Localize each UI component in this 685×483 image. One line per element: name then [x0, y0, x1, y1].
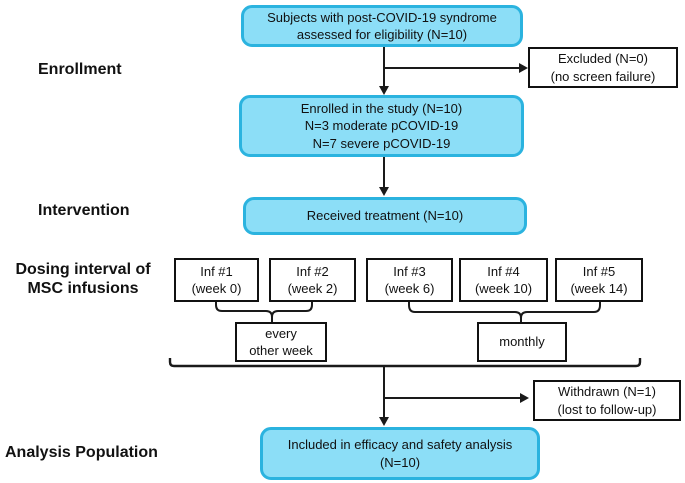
box-infusion-3-line2: (week 6): [384, 281, 435, 296]
box-infusion-4-line1: Inf #4: [487, 263, 520, 279]
box-infusion-1-line2: (week 0): [191, 281, 242, 296]
box-eligibility: Subjects with post-COVID-19 syndrome ass…: [241, 5, 523, 47]
box-included-analysis: Included in efficacy and safety analysis…: [260, 427, 540, 480]
brace-eow-right: [271, 302, 313, 318]
box-enrolled-line3: N=7 severe pCOVID-19: [312, 135, 451, 151]
box-infusion-4: Inf #4 (week 10): [459, 258, 548, 302]
box-infusion-3: Inf #3 (week 6): [366, 258, 453, 302]
brace-monthly-right: [520, 302, 601, 319]
box-included-analysis-line1: Included in efficacy and safety analysis: [287, 437, 513, 453]
box-infusion-3-line1: Inf #3: [393, 263, 426, 279]
box-withdrawn-line1: Withdrawn (N=1): [558, 384, 656, 400]
box-interval-every-other-week-line1: every: [265, 325, 297, 341]
arrowhead-withdrawn: [520, 393, 529, 403]
box-enrolled-line2: N=3 moderate pCOVID-19: [304, 118, 459, 134]
box-eligibility-line1: Subjects with post-COVID-19 syndrome: [267, 9, 497, 25]
box-infusion-2: Inf #2 (week 2): [269, 258, 356, 302]
box-infusion-1-line1: Inf #1: [200, 263, 233, 279]
box-infusion-2-line2: (week 2): [287, 281, 338, 296]
arrowhead-enrolled: [379, 86, 389, 95]
box-infusion-1: Inf #1 (week 0): [174, 258, 259, 302]
box-infusion-2-line1: Inf #2: [296, 263, 329, 279]
box-eligibility-line2: assessed for eligibility (N=10): [296, 27, 468, 42]
box-interval-monthly-line1: monthly: [499, 334, 545, 350]
box-withdrawn: Withdrawn (N=1) (lost to follow-up): [533, 380, 681, 421]
box-infusion-5: Inf #5 (week 14): [555, 258, 643, 302]
section-label-analysis-population: Analysis Population: [5, 444, 158, 461]
section-label-dosing-line2: MSC infusions: [27, 279, 139, 297]
box-withdrawn-line2: (lost to follow-up): [557, 401, 657, 417]
box-enrolled: Enrolled in the study (N=10) N=3 moderat…: [239, 95, 524, 157]
arrowhead-excluded: [519, 63, 528, 73]
section-label-dosing: Dosing interval of MSC infusions: [2, 261, 164, 299]
box-interval-every-other-week-line2: other week: [249, 343, 313, 358]
box-interval-monthly: monthly: [477, 322, 567, 362]
box-enrolled-line1: Enrolled in the study (N=10): [300, 101, 463, 117]
box-excluded-line2: (no screen failure): [550, 68, 656, 84]
section-label-enrollment: Enrollment: [38, 61, 122, 78]
box-infusion-4-line2: (week 10): [474, 281, 533, 296]
box-received-treatment: Received treatment (N=10): [243, 197, 527, 235]
arrowhead-received: [379, 187, 389, 196]
box-infusion-5-line1: Inf #5: [582, 263, 616, 279]
box-infusion-5-line2: (week 14): [570, 281, 628, 296]
box-interval-every-other-week: every other week: [235, 322, 327, 362]
box-received-treatment-line1: Received treatment (N=10): [306, 208, 464, 224]
brace-eow-left: [215, 302, 273, 322]
brace-monthly-left: [408, 302, 522, 322]
box-excluded: Excluded (N=0) (no screen failure): [528, 47, 678, 88]
box-excluded-line1: Excluded (N=0): [558, 51, 648, 67]
section-label-dosing-line1: Dosing interval of: [15, 261, 151, 278]
arrowhead-included: [379, 417, 389, 426]
section-label-intervention: Intervention: [38, 202, 130, 219]
box-included-analysis-line2: (N=10): [379, 454, 421, 470]
